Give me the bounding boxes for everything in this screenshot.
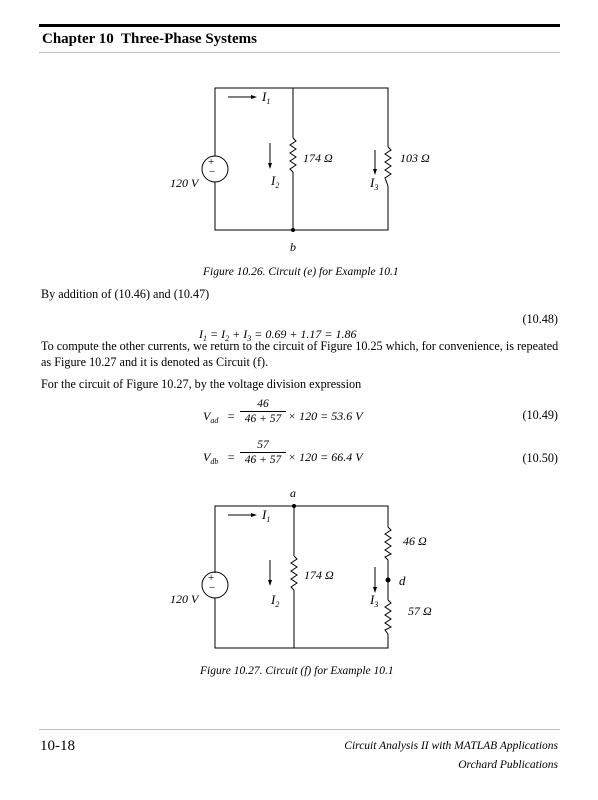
para-voltage-division: For the circuit of Figure 10.27, by the … bbox=[41, 377, 362, 391]
fig26-arrowhead-i2 bbox=[268, 163, 272, 169]
fig26-source-label: 120 V bbox=[170, 176, 199, 190]
fig26-voltage-source bbox=[201, 155, 229, 183]
fig26-minus-sign: − bbox=[209, 166, 216, 178]
fig27-arrowhead-i1 bbox=[251, 513, 257, 517]
para-by-addition: By addition of (10.46) and (10.47) bbox=[41, 287, 210, 301]
page-number: 10-18 bbox=[40, 738, 75, 754]
fig27-node-a-dot bbox=[292, 504, 296, 508]
footer-publisher: Orchard Publications bbox=[458, 759, 558, 771]
eq-10-50-equals: = bbox=[227, 450, 236, 464]
header-rule bbox=[39, 24, 560, 27]
eq-10-48: I1 = I2 + I3 = 0.69 + 1.17 = 1.86 bbox=[199, 327, 357, 343]
eq-10-49-equals: = bbox=[227, 409, 236, 423]
fig27-resistor-46 bbox=[384, 526, 392, 561]
fig27-label-174: 174 Ω bbox=[304, 568, 334, 582]
fig27-label-57: 57 Ω bbox=[408, 604, 432, 618]
fig26-label-i1: I1 bbox=[262, 89, 271, 106]
fig26-label-i3: I3 bbox=[370, 175, 379, 192]
fig26-top-wire bbox=[214, 87, 389, 156]
fig27-source-label: 120 V bbox=[170, 592, 199, 606]
fig27-bottom-wire bbox=[214, 598, 389, 649]
fig27-label-i1: I1 bbox=[262, 507, 271, 524]
fig27-caption: Figure 10.27. Circuit (f) for Example 10… bbox=[200, 665, 394, 677]
fig26-resistor-103 bbox=[384, 146, 392, 187]
fig27-node-d-label: d bbox=[399, 573, 406, 588]
header-underline bbox=[39, 52, 560, 53]
footer-book-title: Circuit Analysis II with MATLAB Applicat… bbox=[344, 740, 558, 752]
fig26-arrowhead-i3 bbox=[373, 169, 377, 175]
eq-10-49-number: (10.49) bbox=[522, 408, 558, 422]
fig27-node-d-dot bbox=[385, 577, 391, 583]
eq-10-50-number: (10.50) bbox=[522, 451, 558, 465]
fig27-resistor-57 bbox=[384, 599, 392, 635]
fig26-plus-sign: + bbox=[208, 156, 215, 168]
eq-10-48-number: (10.48) bbox=[522, 312, 558, 326]
fig26-resistor-174 bbox=[289, 137, 297, 173]
para-compute-currents: To compute the other currents, we return… bbox=[41, 339, 559, 369]
eq-10-49-rest: × 120 = 53.6 V bbox=[288, 409, 363, 423]
fig27-top-wire bbox=[214, 505, 389, 573]
fig26-label-i2: I2 bbox=[271, 173, 280, 190]
fig27-label-i3: I3 bbox=[370, 592, 379, 609]
fig27-minus-sign: − bbox=[209, 582, 216, 594]
fig26-arrowhead-i1 bbox=[251, 95, 257, 99]
eq-10-50-rest: × 120 = 66.4 V bbox=[288, 450, 363, 464]
eq-10-50-fraction: 57 46 + 57 bbox=[240, 439, 286, 466]
fig26-caption: Figure 10.26. Circuit (e) for Example 10… bbox=[203, 266, 399, 278]
fig26-bottom-wire bbox=[214, 182, 389, 231]
fig26-node-b-label: b bbox=[290, 240, 296, 254]
fig26-label-174: 174 Ω bbox=[303, 151, 333, 165]
fig26-label-103: 103 Ω bbox=[400, 151, 430, 165]
fig26-node-b-dot bbox=[291, 228, 295, 232]
fig27-arrowhead-i2 bbox=[268, 580, 272, 586]
fig27-node-a-label: a bbox=[290, 486, 296, 500]
fig27-arrowhead-i3 bbox=[373, 587, 377, 593]
eq-10-49-fraction: 46 46 + 57 bbox=[240, 398, 286, 425]
fig27-resistor-174 bbox=[290, 555, 298, 591]
fig27-label-i2: I2 bbox=[271, 592, 280, 609]
fig27-voltage-source bbox=[201, 571, 229, 599]
eq-10-50-lhs: Vdb bbox=[203, 450, 219, 466]
fig27-label-46: 46 Ω bbox=[403, 534, 427, 548]
chapter-title: Chapter 10 Three-Phase Systems bbox=[42, 31, 257, 47]
eq-10-49-lhs: Vad bbox=[203, 409, 219, 425]
footer-rule bbox=[39, 729, 560, 730]
fig27-plus-sign: + bbox=[208, 572, 215, 584]
